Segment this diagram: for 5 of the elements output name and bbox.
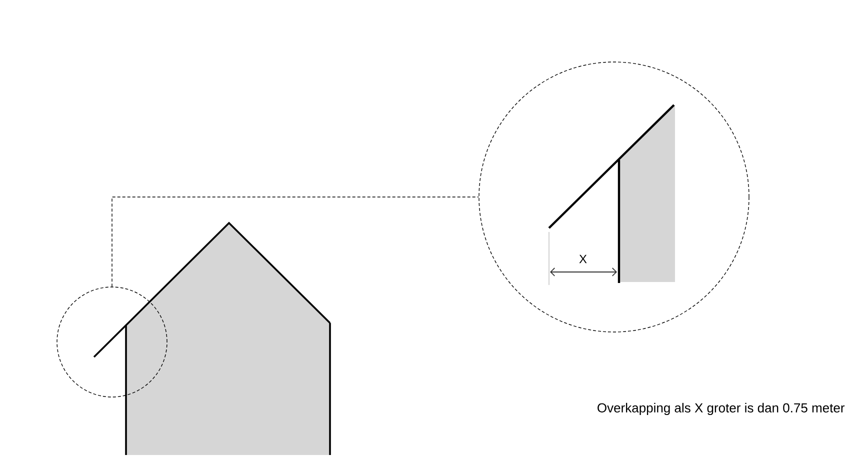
detail-circle (478, 62, 750, 332)
note-text: Overkapping als X groter is dan 0.75 meter (598, 402, 845, 416)
dimension-label: X (579, 254, 587, 264)
detail-circle (56, 286, 168, 398)
leader-line (112, 196, 479, 287)
